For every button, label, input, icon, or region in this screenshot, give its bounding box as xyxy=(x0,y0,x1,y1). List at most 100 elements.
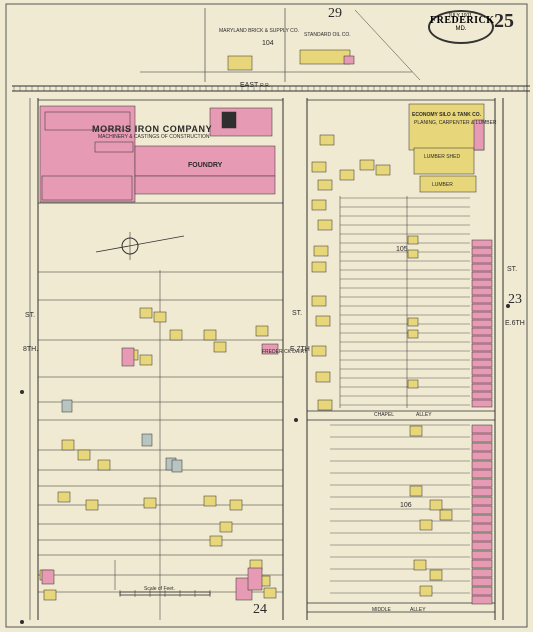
row-house xyxy=(471,279,493,288)
dwelling xyxy=(317,179,333,191)
dwelling xyxy=(315,315,331,327)
standard-oil-building xyxy=(299,49,351,65)
row-house xyxy=(471,319,493,328)
dwelling xyxy=(203,329,217,341)
row-house xyxy=(471,247,493,256)
dwelling xyxy=(85,499,99,511)
row-house xyxy=(471,239,493,248)
dwelling xyxy=(311,261,327,273)
dwelling xyxy=(97,459,111,471)
street-rr-label: R.R. xyxy=(260,83,271,89)
row-house xyxy=(471,335,493,344)
dwelling xyxy=(419,519,433,531)
dwelling xyxy=(311,345,327,357)
row-house xyxy=(471,442,493,452)
dwelling xyxy=(61,439,75,451)
economy-silo-lumber xyxy=(419,175,477,193)
row-house xyxy=(471,433,493,443)
dwelling xyxy=(143,497,157,509)
dwelling xyxy=(407,329,419,339)
row-house xyxy=(471,383,493,392)
dwelling xyxy=(429,499,443,511)
dwelling xyxy=(409,485,423,497)
dwelling xyxy=(263,587,277,599)
dwelling xyxy=(315,371,331,383)
row-house xyxy=(471,351,493,360)
standard-oil-label: STANDARD OIL CO. xyxy=(304,32,351,38)
row-house xyxy=(471,586,493,596)
dwelling xyxy=(419,585,433,597)
street-8th: 8TH. xyxy=(23,346,39,353)
dwelling xyxy=(407,235,419,245)
hydrant-symbol xyxy=(506,304,510,308)
row-house xyxy=(471,532,493,542)
row-house xyxy=(471,311,493,320)
economy-silo-label: ECONOMY SILO & TANK CO. xyxy=(412,112,481,118)
dwelling xyxy=(319,134,335,146)
dwelling xyxy=(375,164,391,176)
dwelling xyxy=(439,509,453,521)
compass-needle xyxy=(95,235,185,253)
hydrant-symbol xyxy=(20,390,24,394)
row-house xyxy=(471,559,493,569)
outbuilding xyxy=(61,399,73,413)
middle-label: MIDDLE xyxy=(372,607,391,613)
dwelling xyxy=(229,499,243,511)
sheet-border xyxy=(5,3,528,628)
dwelling xyxy=(169,329,183,341)
street-e6th: E.6TH xyxy=(505,320,525,327)
economy-silo-lumber-shed xyxy=(413,147,475,175)
row-house xyxy=(471,550,493,560)
lot-line xyxy=(354,9,421,81)
dwelling xyxy=(313,245,329,257)
economy-silo-building xyxy=(473,119,485,151)
row-house xyxy=(471,375,493,384)
dwelling xyxy=(413,559,427,571)
frederick-dairy-building xyxy=(261,343,279,355)
economy-silo-building xyxy=(408,103,485,151)
dwelling xyxy=(209,535,223,547)
row-house xyxy=(471,523,493,533)
row-house xyxy=(471,496,493,506)
lumber-label: LUMBER xyxy=(432,182,453,188)
street-east-label: EAST xyxy=(240,82,259,89)
row-house xyxy=(471,541,493,551)
foundry-label: FOUNDRY xyxy=(188,162,223,169)
dwelling xyxy=(203,495,217,507)
row-house xyxy=(471,303,493,312)
row-house xyxy=(471,287,493,296)
dwelling xyxy=(359,159,375,171)
dwelling xyxy=(317,399,333,411)
scale-label: Scale of Feet. xyxy=(144,586,175,592)
row-house xyxy=(471,399,493,408)
map-date: JULY 1911 xyxy=(448,13,472,19)
block-number: 106 xyxy=(400,502,412,509)
brick-dwelling xyxy=(247,567,263,591)
dwelling xyxy=(409,425,423,437)
sheet-ref-bottom: 24 xyxy=(253,602,267,617)
hydrant-symbol xyxy=(294,418,298,422)
dwelling xyxy=(407,249,419,259)
dwelling xyxy=(153,311,167,323)
title-cartouche: JULY 1911 FREDERICK MD. xyxy=(428,10,494,44)
row-house xyxy=(471,469,493,479)
row-house xyxy=(471,451,493,461)
morris-iron-sub: MACHINERY & CASTINGS OF CONSTRUCTION xyxy=(98,134,210,140)
street-e7th: E.7TH xyxy=(290,346,310,353)
morris-iron-label: MORRIS IRON COMPANY xyxy=(92,124,213,134)
street-east-rr: EAST R.R. xyxy=(240,82,270,89)
chapel-label: CHAPEL xyxy=(374,412,395,418)
dwelling xyxy=(407,317,419,327)
chapel-alley-label: ALLEY xyxy=(416,412,432,418)
morris-iron-foundry xyxy=(134,175,276,195)
row-house xyxy=(471,367,493,376)
maryland-brick-building xyxy=(227,55,253,71)
frederick-dairy-label: FREDERICK DAIRY xyxy=(262,349,308,355)
block-number: 104 xyxy=(262,40,274,47)
block-number: 105 xyxy=(396,246,408,253)
row-house xyxy=(471,255,493,264)
dwelling xyxy=(311,199,327,211)
dwelling xyxy=(139,354,153,366)
